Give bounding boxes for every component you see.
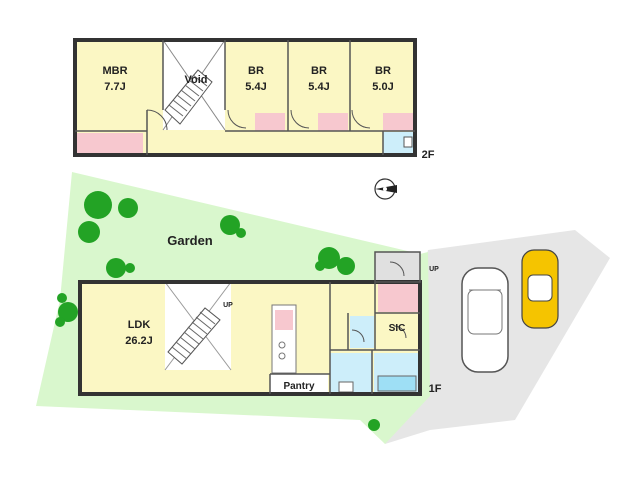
floor-2f bbox=[73, 38, 417, 157]
level-label-1f: 1F bbox=[429, 383, 442, 395]
room-size-br1: 5.4J bbox=[245, 81, 266, 93]
level-label-2f: 2F bbox=[422, 149, 435, 161]
room-size-br3: 5.0J bbox=[372, 81, 393, 93]
room-size-ldk: 26.2J bbox=[125, 335, 153, 347]
room-name-pantry: Pantry bbox=[283, 381, 315, 392]
entry-up-label: UP bbox=[429, 266, 439, 273]
room-size-mbr: 7.7J bbox=[104, 81, 125, 93]
room-size-br2: 5.4J bbox=[308, 81, 329, 93]
room-name-br1: BR bbox=[248, 65, 264, 77]
stair-up-label: UP bbox=[223, 302, 233, 309]
room-name-void: Void bbox=[184, 74, 207, 86]
stair-icon bbox=[167, 307, 221, 365]
room-name-ldk: LDK bbox=[128, 319, 151, 331]
room-name-br2: BR bbox=[311, 65, 327, 77]
car-icon bbox=[461, 267, 509, 373]
stair-icon bbox=[164, 69, 213, 125]
room-name-mbr: MBR bbox=[102, 65, 127, 77]
room-name-sic: SIC bbox=[389, 323, 406, 334]
tree-icon bbox=[55, 191, 380, 431]
garden-label: Garden bbox=[167, 233, 213, 248]
compass-icon bbox=[374, 178, 397, 200]
room-name-br3: BR bbox=[375, 65, 391, 77]
floor-1f bbox=[78, 251, 422, 396]
car-icon bbox=[521, 249, 559, 329]
